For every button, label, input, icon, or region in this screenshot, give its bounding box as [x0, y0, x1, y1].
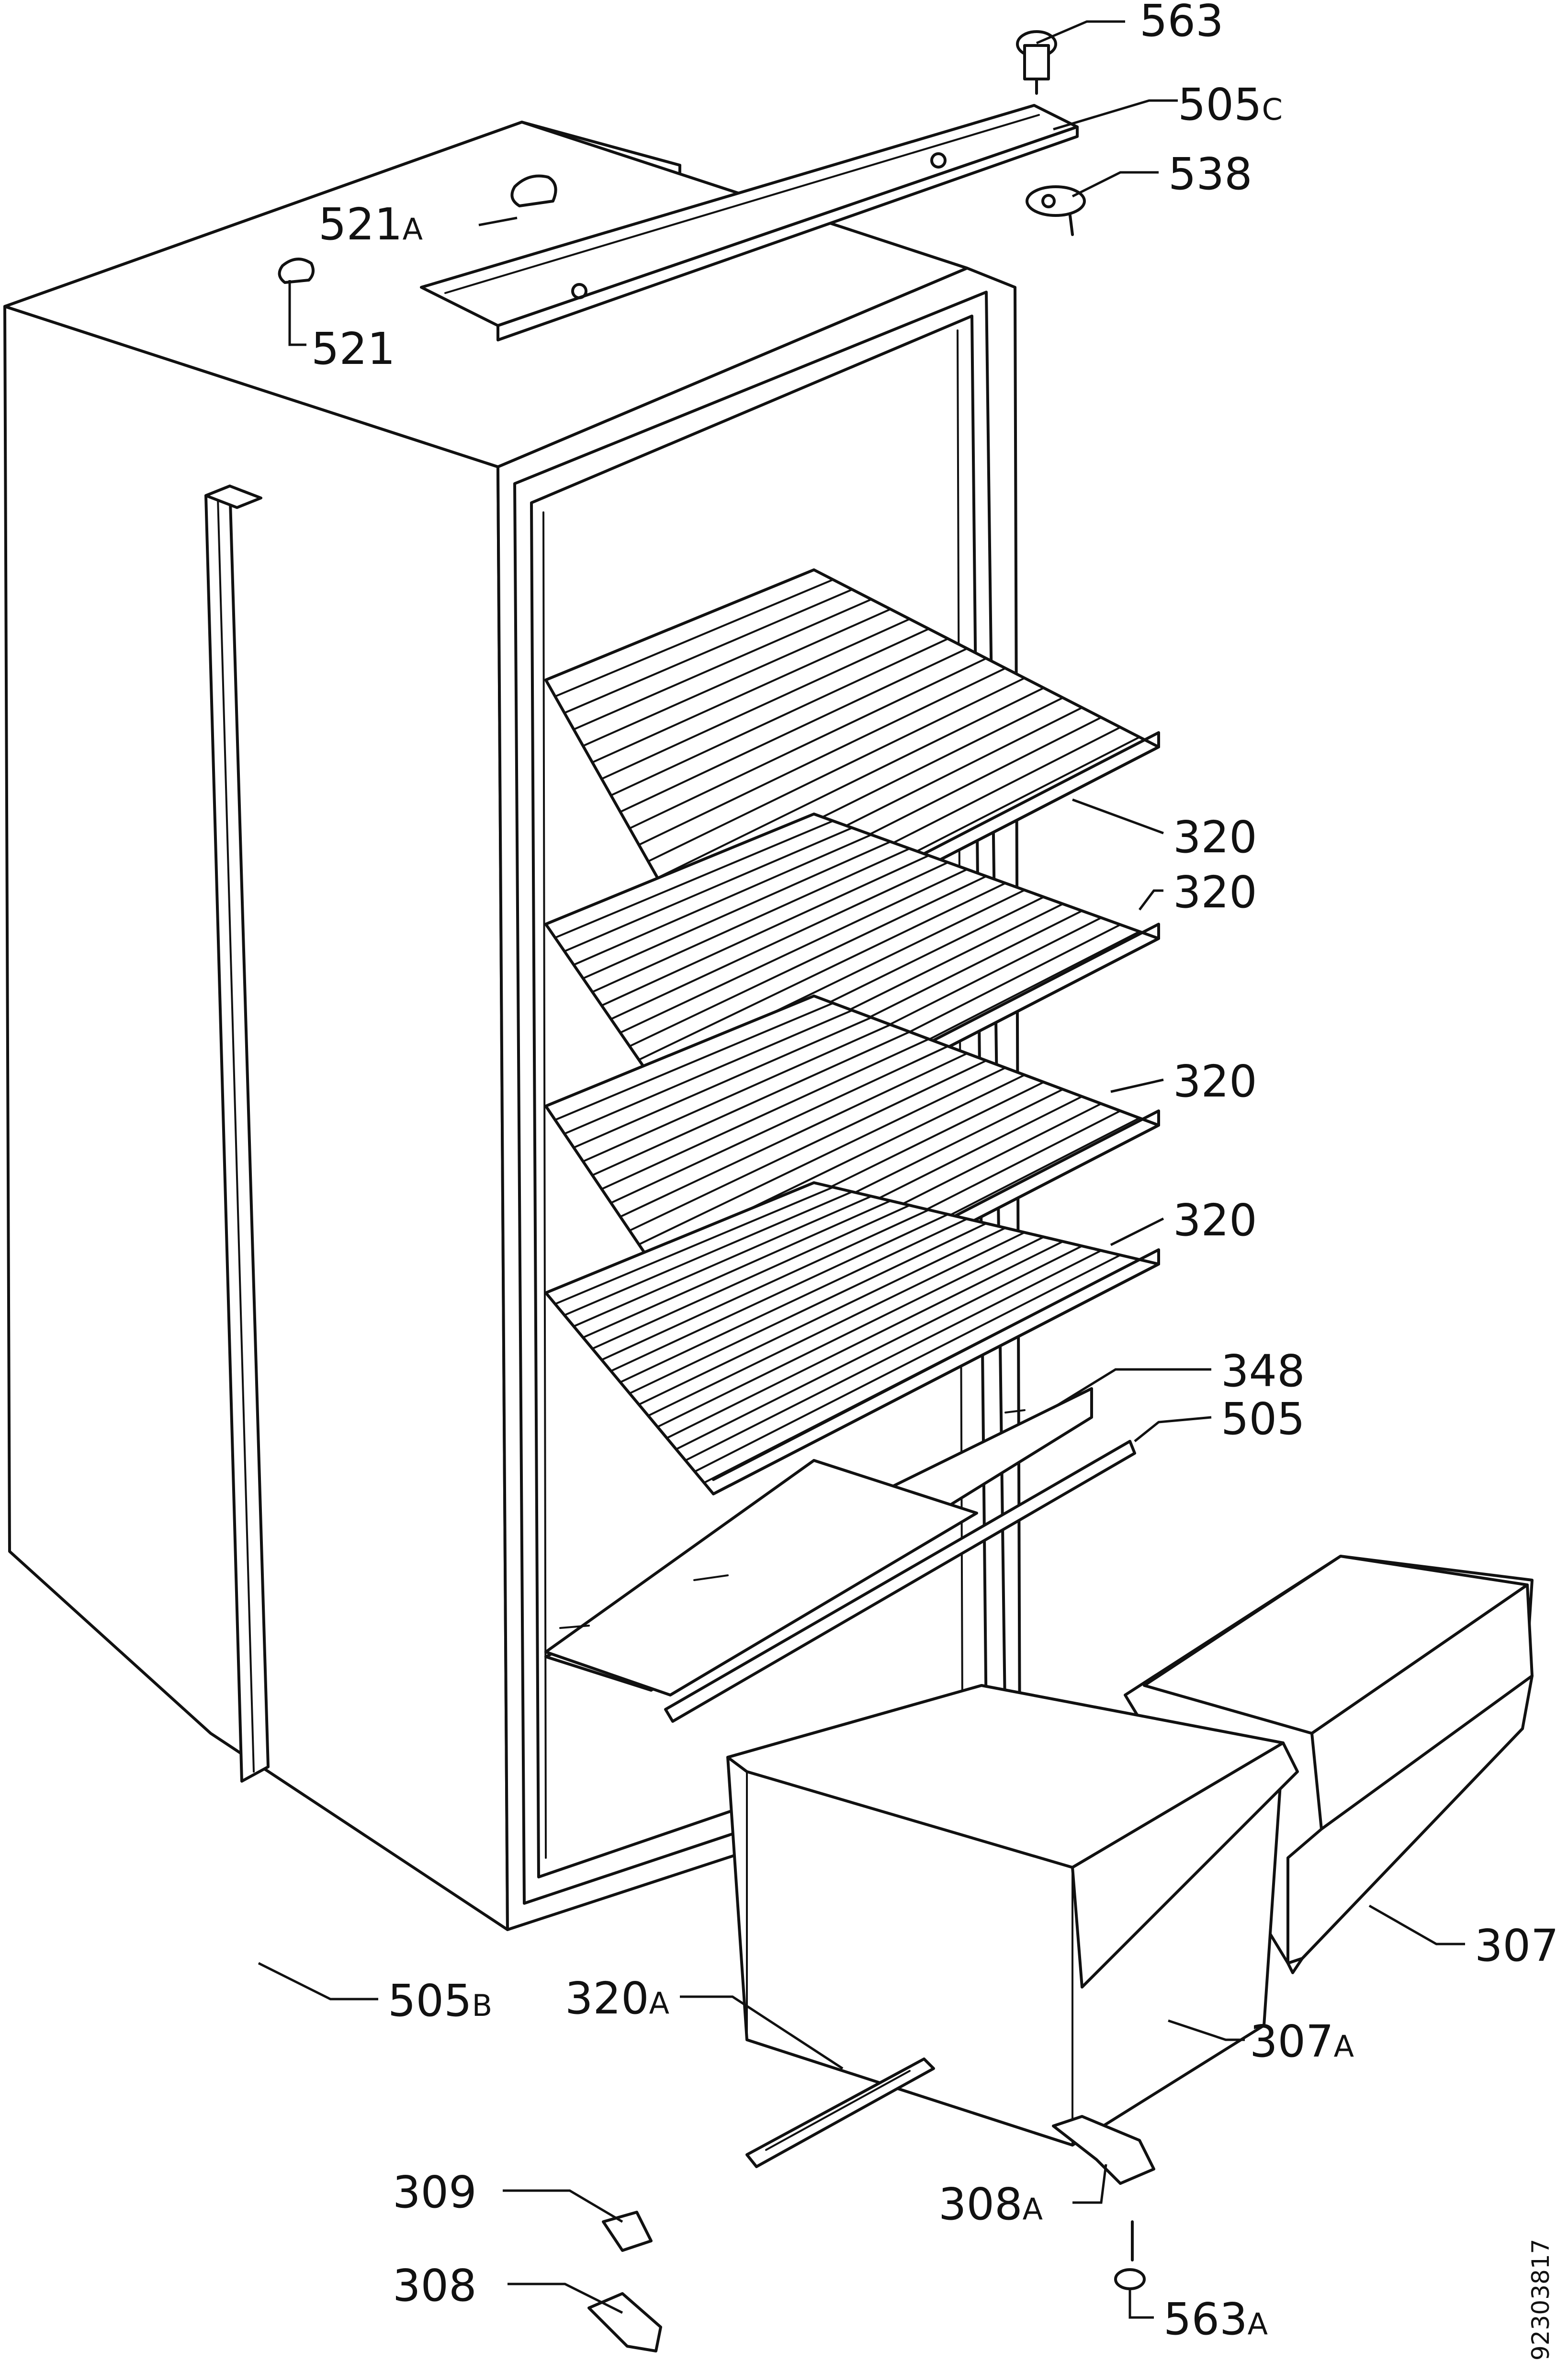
shelf-4-wire	[694, 1254, 1121, 1473]
wire-shelves	[544, 568, 1160, 1495]
trim-strip	[664, 1440, 1136, 1723]
shelf-1-wire	[619, 647, 968, 813]
cabinet-floor	[544, 1459, 978, 1696]
shelf-3-wire	[554, 1002, 834, 1121]
bracket-309	[602, 2211, 653, 2252]
label-320-shelf-1: 320	[1173, 812, 1257, 863]
label-563a: 563A	[1163, 2294, 1268, 2345]
shelf-3-wire	[563, 1009, 853, 1135]
shelf-4-wire	[573, 1195, 872, 1327]
hinge-pin-538	[1026, 185, 1086, 236]
label-307a: 307A	[1250, 2016, 1354, 2067]
shelf-4-wire	[591, 1204, 911, 1350]
label-505b: 505B	[388, 1975, 492, 2026]
shelf-2-wire	[600, 854, 930, 1006]
bracket-308a	[1052, 2115, 1155, 2185]
screw-563a	[1114, 2220, 1146, 2290]
bushing-563	[1016, 30, 1057, 95]
leader-lines	[258, 20, 1465, 2319]
shelf-2-wire	[610, 861, 949, 1020]
label-320a: 320A	[565, 1973, 669, 2024]
label-521a: 521A	[318, 199, 423, 250]
shelf-2-wire	[563, 826, 853, 952]
part-labels: 563 505C 538 521A 521 320 320 320 320 34…	[311, 0, 1559, 2361]
shelf-4-wire	[629, 1222, 987, 1394]
shelf-2-wire	[591, 848, 911, 993]
shelf-4-wire	[600, 1209, 930, 1361]
label-348: 348	[1221, 1345, 1305, 1397]
shelf-2-wire	[573, 834, 872, 966]
shelf-1-wire	[554, 578, 834, 698]
label-309: 309	[393, 2167, 477, 2218]
shelf-4-wire	[684, 1249, 1102, 1461]
shelf-4-wire	[638, 1227, 1006, 1406]
shelf-4-wire	[610, 1213, 949, 1372]
shelf-1-wire	[591, 618, 911, 764]
drawing-code: 92303817	[1527, 2239, 1555, 2361]
shelf-4-wire	[703, 1258, 1140, 1484]
shelf-3-wire	[638, 1067, 1006, 1245]
label-320-shelf-4: 320	[1173, 1195, 1257, 1246]
shelf-4-wire	[582, 1199, 891, 1339]
shelf-3-wire	[591, 1031, 911, 1176]
label-505c: 505C	[1178, 79, 1283, 130]
door-seal-strip	[204, 485, 270, 1783]
shelf-3-wire	[600, 1038, 930, 1190]
label-320-shelf-2: 320	[1173, 867, 1257, 918]
shelf-4-wire	[554, 1186, 834, 1305]
shelf-4-wire	[656, 1236, 1045, 1428]
shelf-4-wire	[563, 1190, 853, 1316]
shelf-1-wire	[629, 657, 987, 829]
shelf-3-wire	[610, 1045, 949, 1204]
shelf-4-wire	[675, 1245, 1083, 1450]
shelf-1-wire	[610, 637, 949, 797]
shelf-1-wire	[573, 598, 872, 731]
label-563: 563	[1139, 0, 1224, 46]
rail-320a	[745, 2057, 935, 2168]
label-308a: 308A	[938, 2179, 1043, 2230]
label-308: 308	[393, 2260, 477, 2311]
crisper-drawer-front	[726, 1684, 1299, 2147]
shelf-1-wire	[647, 677, 1026, 862]
cap-521	[278, 258, 315, 284]
label-307: 307	[1475, 1920, 1559, 1971]
shelf-4-wire	[666, 1240, 1064, 1439]
shelf-1-wire	[656, 687, 1045, 879]
shelf-4-wire	[647, 1231, 1026, 1417]
shelf-3-wire	[619, 1052, 968, 1218]
shelf-1-wire	[563, 588, 853, 714]
shelf-3-wire	[573, 1017, 872, 1149]
shelf-2-wire	[629, 875, 987, 1047]
label-505: 505	[1221, 1393, 1305, 1445]
shelf-1-wire	[582, 608, 891, 747]
hinge-bar	[420, 104, 1079, 341]
shelf-2-wire	[554, 820, 834, 939]
label-320-shelf-3: 320	[1173, 1056, 1257, 1107]
shelf-1-wire	[638, 667, 1006, 846]
bracket-308	[587, 2292, 662, 2352]
label-538: 538	[1168, 148, 1252, 200]
shelf-3-wire	[629, 1060, 987, 1232]
shelf-2-wire	[582, 840, 891, 980]
shelf-2-wire	[619, 868, 968, 1034]
shelf-2-wire	[638, 882, 1006, 1061]
shelf-4-wire	[619, 1218, 968, 1383]
crisper-drawer-rear	[1124, 1555, 1534, 1974]
shelf-1-wire	[600, 628, 930, 780]
shelf-3-wire	[582, 1024, 891, 1163]
label-521: 521	[311, 323, 395, 374]
cap-521a	[510, 174, 557, 207]
